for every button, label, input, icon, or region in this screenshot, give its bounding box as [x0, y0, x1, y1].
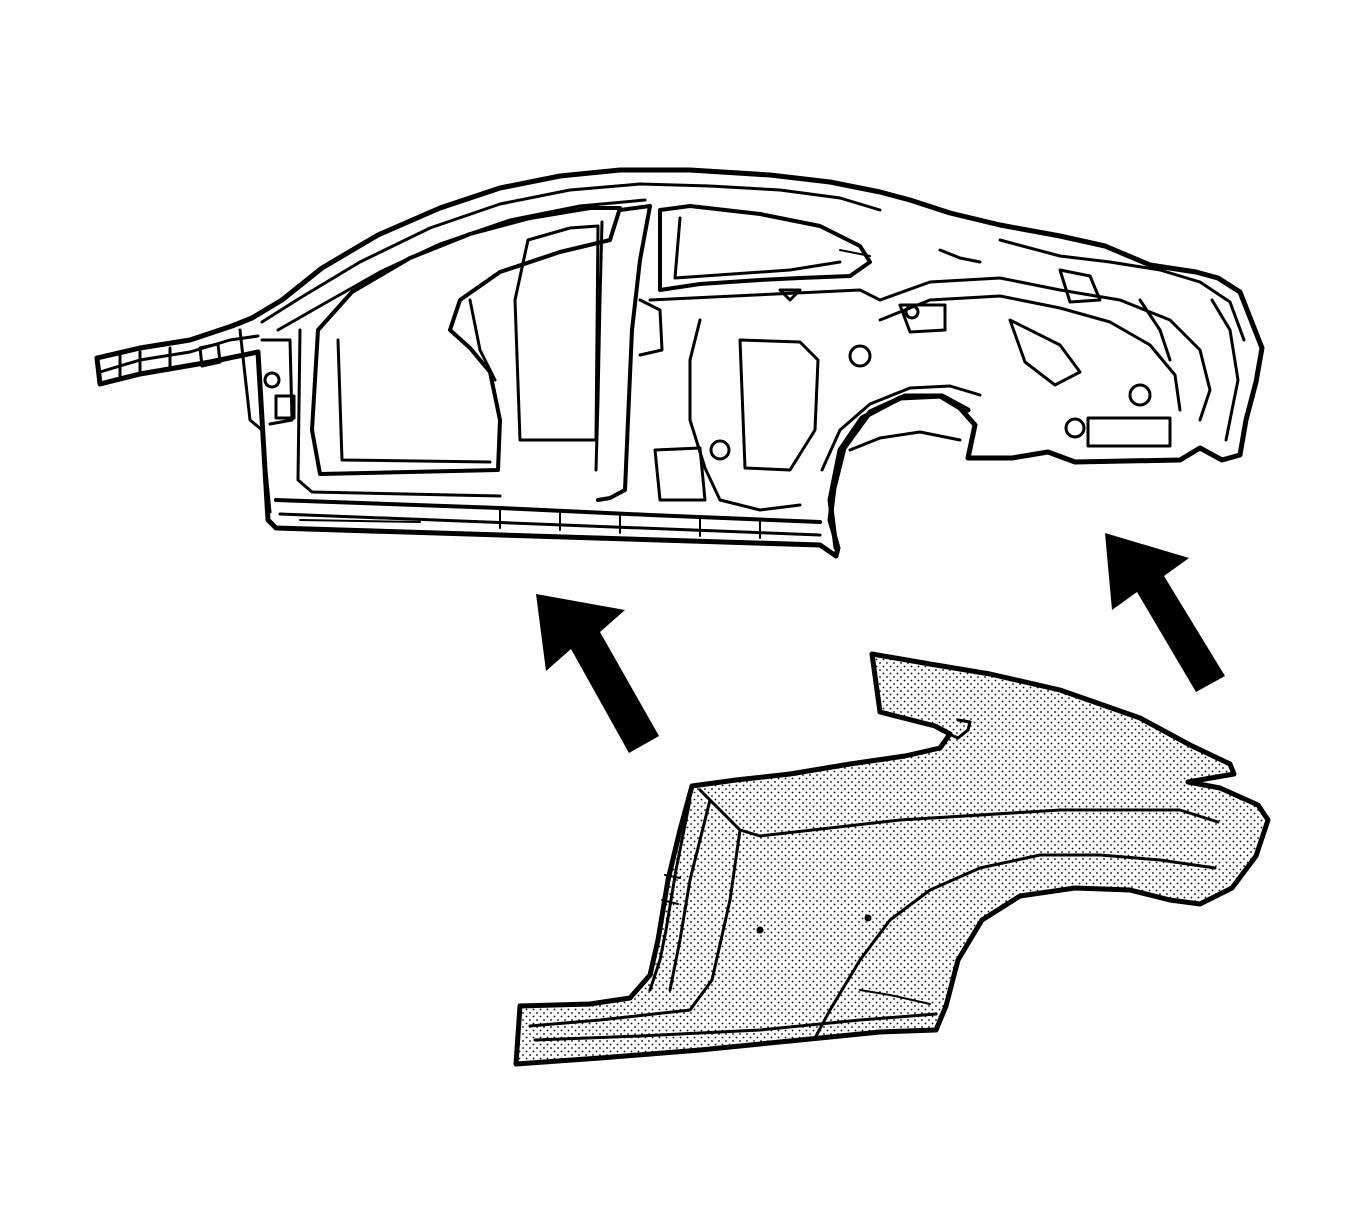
arrow-left [536, 594, 659, 753]
quarter-outer-panel [513, 651, 1271, 1067]
arrow-right [1105, 533, 1225, 692]
body-side-frame [94, 167, 1265, 559]
